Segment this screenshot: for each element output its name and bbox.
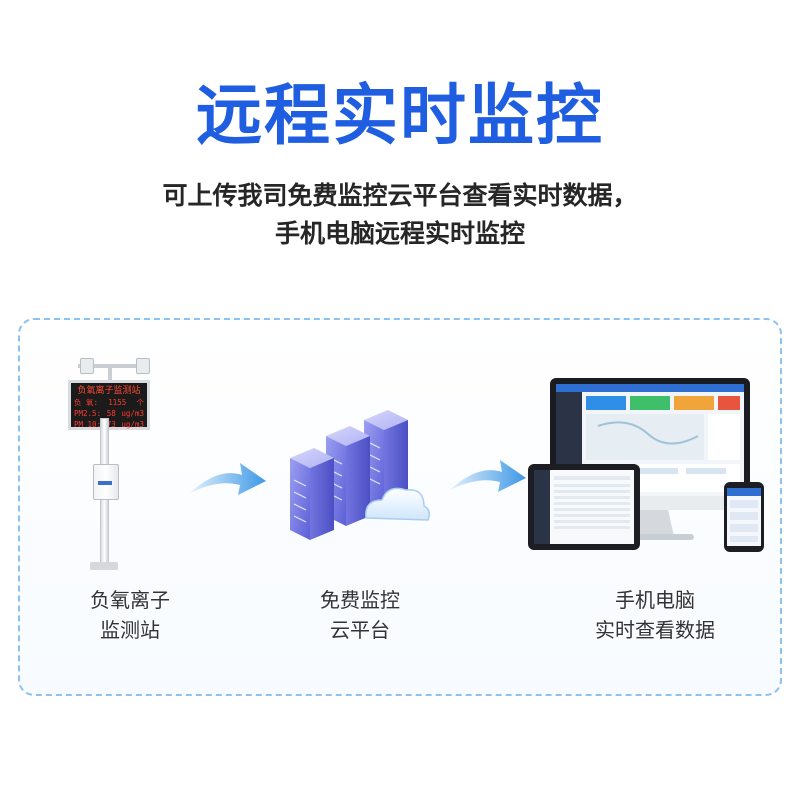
station-base — [90, 562, 118, 570]
led-row-label: 负 氧: — [74, 398, 99, 407]
server-icon — [290, 448, 334, 540]
phone-icon — [724, 482, 764, 552]
led-title: 负氧离子监测站 — [77, 386, 141, 396]
sensor-icon — [80, 358, 94, 374]
station-caption-line-1: 负氧离子 — [90, 588, 170, 612]
led-row-value: 58 — [106, 409, 116, 418]
led-display-board: 负氧离子监测站 负 氧: 1155 个 PM2.5: 58 ug/m3 PM 1… — [68, 380, 150, 430]
devices-illustration — [528, 378, 764, 552]
tablet-icon — [528, 464, 640, 550]
led-row-unit: 个 — [136, 398, 145, 407]
devices-caption-line-1: 手机电脑 — [615, 588, 695, 612]
cloud-caption: 免费监控 云平台 — [270, 585, 450, 645]
cloud-caption-line-2: 云平台 — [330, 618, 390, 642]
led-row: PM2.5: 58 ug/m3 — [74, 408, 144, 419]
control-box-label — [98, 481, 112, 485]
cloud-server-illustration — [290, 410, 431, 540]
led-row-unit: ug/m3 — [121, 420, 144, 429]
led-row: PM 10: 73 ug/m3 — [74, 419, 144, 430]
led-row-label: PM2.5: — [74, 409, 102, 418]
devices-caption: 手机电脑 实时查看数据 — [540, 585, 770, 645]
flow-arrow-icon — [450, 460, 526, 492]
led-row-value: 1155 — [108, 398, 127, 407]
subtitle-line-1: 可上传我司免费监控云平台查看实时数据， — [162, 181, 638, 210]
cloud-caption-line-1: 免费监控 — [320, 588, 400, 612]
page-title: 远程实时监控 — [196, 77, 604, 154]
sensor-icon — [136, 358, 150, 374]
cloud-icon — [365, 487, 431, 521]
server-icon — [326, 426, 370, 526]
led-row-label: PM 10: — [74, 420, 102, 429]
devices-caption-line-2: 实时查看数据 — [595, 618, 715, 642]
station-caption-line-2: 监测站 — [100, 618, 160, 642]
led-row-unit: ug/m3 — [121, 409, 144, 418]
control-box — [93, 464, 119, 500]
led-row-value: 73 — [106, 420, 116, 429]
flow-arrow-icon — [190, 463, 266, 495]
led-row: 负 氧: 1155 个 — [74, 397, 144, 408]
sensor-crossbar — [78, 364, 150, 368]
station-caption: 负氧离子 监测站 — [40, 585, 220, 645]
sensor-mast — [108, 366, 112, 382]
subtitle-line-2: 手机电脑远程实时监控 — [274, 219, 525, 248]
